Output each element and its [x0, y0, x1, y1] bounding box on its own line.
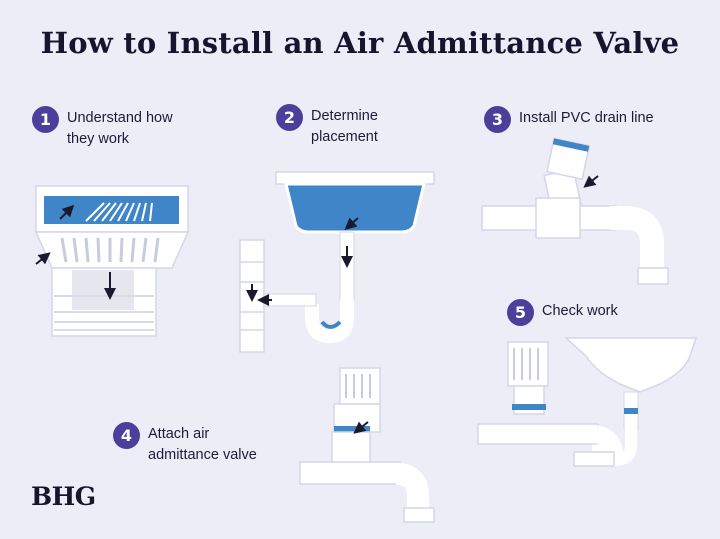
step-4: 4 Attach air admittance valve — [113, 422, 257, 466]
step-4-label: Attach air admittance valve — [148, 426, 257, 463]
step-2-label: Determine placement — [311, 108, 378, 145]
step-5: 5 Check work — [507, 299, 618, 326]
valve-cutaway-illustration — [34, 185, 190, 337]
step-1-label: Understand how they work — [67, 110, 173, 147]
step-2: 2 Determine placement — [276, 104, 378, 148]
step-2-badge: 2 — [276, 104, 303, 131]
step-5-label: Check work — [542, 303, 618, 319]
page-title: How to Install an Air Admittance Valve — [40, 26, 680, 60]
step-1: 1 Understand how they work — [32, 106, 173, 150]
brand-logo: BHG — [31, 482, 96, 511]
sink-placement-illustration — [239, 171, 435, 353]
step-5-badge: 5 — [507, 299, 534, 326]
pvc-drain-line-illustration — [481, 137, 669, 285]
step-4-badge: 4 — [113, 422, 140, 449]
step-3-label: Install PVC drain line — [519, 110, 654, 126]
check-work-illustration — [477, 337, 698, 467]
step-3-badge: 3 — [484, 106, 511, 133]
step-1-badge: 1 — [32, 106, 59, 133]
step-3: 3 Install PVC drain line — [484, 106, 654, 133]
attach-valve-illustration — [299, 367, 435, 523]
